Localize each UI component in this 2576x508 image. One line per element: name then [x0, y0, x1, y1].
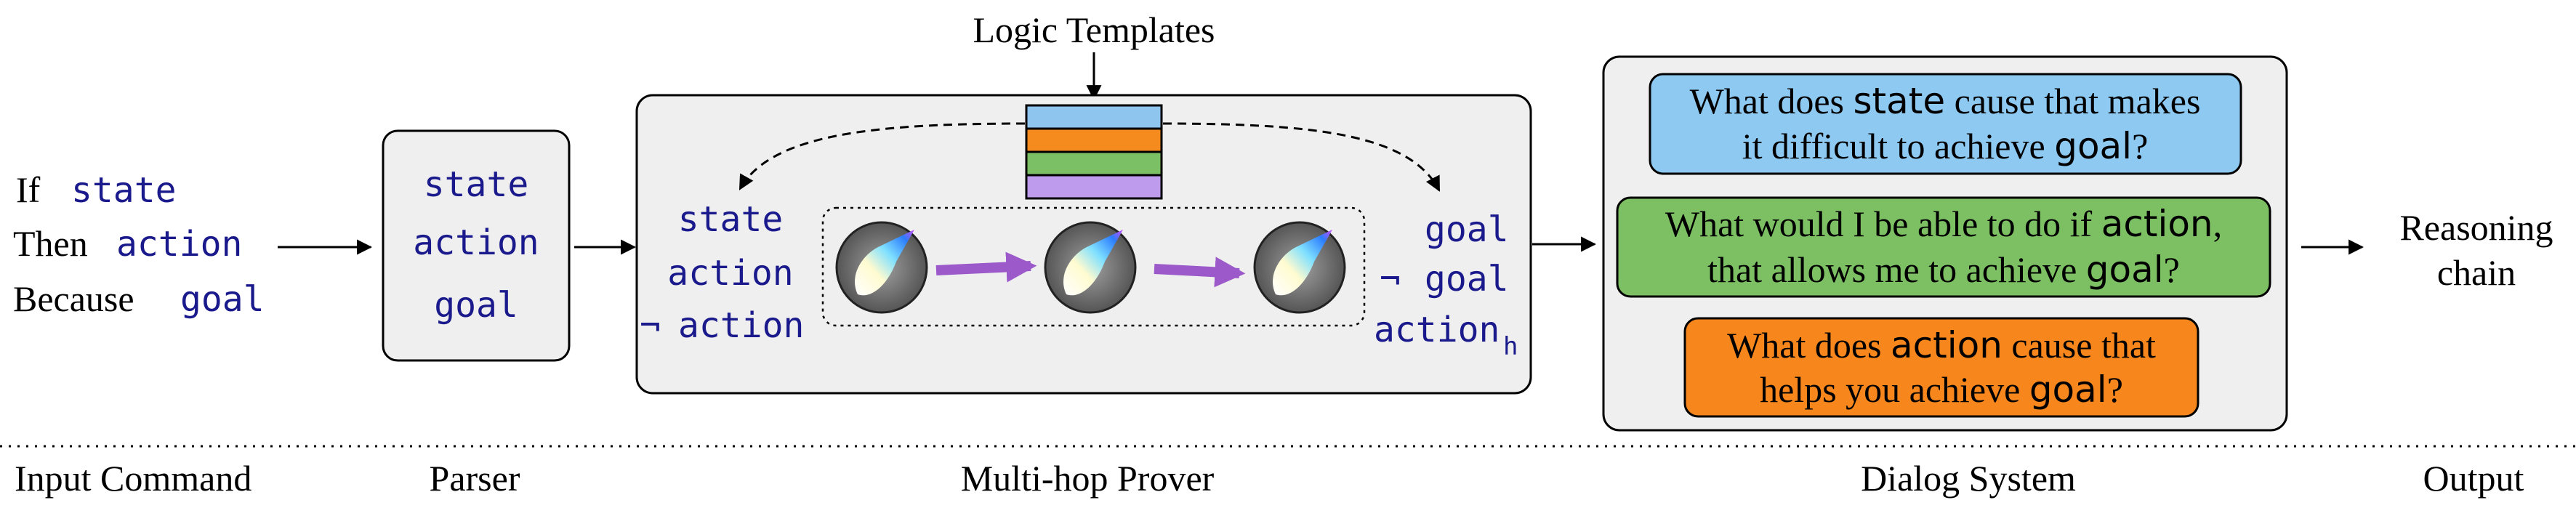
- output-section: Reasoning chain: [2399, 207, 2553, 293]
- template-layer-3: [1025, 150, 1163, 177]
- prover-left-action: action: [667, 253, 793, 294]
- template-layer-4: [1025, 174, 1163, 200]
- input-command-section: If state Then action Because goal: [13, 169, 265, 320]
- parser-action: action: [413, 222, 539, 263]
- output-line-2: chain: [2437, 252, 2516, 293]
- footer-label-input-command: Input Command: [15, 458, 251, 499]
- reasoning-hops-frame: [821, 206, 1366, 327]
- question-box-3: What does action cause that helps you ac…: [1683, 317, 2199, 418]
- input-action-term: action: [116, 224, 242, 265]
- input-then-label: Then: [13, 223, 88, 264]
- reasoning-orb-2: [1044, 221, 1137, 314]
- footer-label-dialog-system: Dialog System: [1861, 458, 2076, 499]
- footer-labels: Input Command Parser Multi-hop Prover Di…: [15, 458, 2524, 499]
- prover-right-action: action: [1374, 310, 1500, 350]
- prover-left-state: state: [678, 199, 784, 240]
- parser-box: state action goal: [382, 129, 571, 362]
- question-box-2: What would I be able to do if action, th…: [1616, 196, 2271, 298]
- prover-box: Logic Templates state action ¬ action go…: [635, 9, 1532, 395]
- footer-label-output: Output: [2423, 458, 2524, 499]
- reasoning-orb-1: [835, 221, 928, 314]
- dashed-arrow-left: [738, 122, 1026, 190]
- hop-arrow-1: [935, 251, 1037, 283]
- input-state-term: state: [71, 170, 177, 211]
- input-because-label: Because: [13, 278, 134, 319]
- parser-box-bg: [382, 129, 571, 362]
- footer-label-parser: Parser: [430, 458, 520, 499]
- question-box-1: What does state cause that makes it diff…: [1649, 73, 2242, 175]
- prover-left-neg-symbol: ¬: [640, 305, 661, 346]
- question-2-line-2: that allows me to achieve goal?: [1707, 249, 2180, 291]
- dialog-system-box: What does state cause that makes it diff…: [1602, 55, 2288, 432]
- footer-label-multi-hop-prover: Multi-hop Prover: [961, 458, 1215, 499]
- parser-state: state: [424, 164, 529, 205]
- parser-goal: goal: [434, 285, 518, 326]
- question-1-line-1: What does state cause that makes: [1690, 80, 2201, 122]
- question-box-3-bg: [1683, 317, 2199, 418]
- output-line-1: Reasoning: [2399, 207, 2553, 248]
- prover-right-goal: goal: [1425, 209, 1509, 250]
- input-if-label: If: [16, 169, 41, 210]
- question-3-line-2: helps you achieve goal?: [1760, 368, 2123, 411]
- hop-arrow-2: [1154, 257, 1246, 288]
- question-2-line-1: What would I be able to do if action,: [1665, 203, 2222, 245]
- dashed-arrow-right: [1162, 122, 1441, 192]
- prover-right-subscript: h: [1503, 332, 1518, 361]
- input-goal-term: goal: [180, 279, 265, 320]
- template-layer-2: [1025, 127, 1163, 153]
- prover-right-neg-symbol: ¬: [1380, 259, 1401, 299]
- logic-template-stack: [1025, 104, 1163, 200]
- question-box-2-bg: [1616, 196, 2271, 298]
- reasoning-orb-3: [1253, 221, 1346, 314]
- question-box-1-bg: [1649, 73, 2242, 175]
- prover-left-neg-action: action: [678, 305, 804, 346]
- logic-templates-label: Logic Templates: [973, 9, 1215, 50]
- prover-right-neg-goal: goal: [1425, 259, 1509, 299]
- question-3-line-1: What does action cause that: [1727, 324, 2156, 366]
- template-layer-1: [1025, 104, 1163, 130]
- question-1-line-2: it difficult to achieve goal?: [1742, 125, 2149, 167]
